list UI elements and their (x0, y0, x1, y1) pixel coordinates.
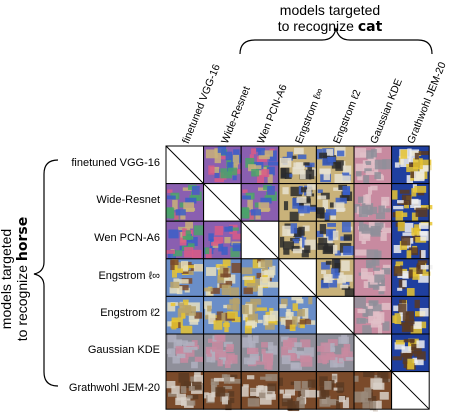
sample-thumbnail (278, 295, 317, 335)
diagonal-cell (353, 333, 393, 373)
sample-thumbnail (203, 295, 244, 335)
sample-thumbnail (203, 371, 242, 411)
sample-thumbnail (391, 295, 430, 335)
diagonal-cell (278, 258, 317, 297)
sample-thumbnail (391, 220, 433, 262)
sample-thumbnail (165, 258, 205, 297)
row-label-engstrom-linf: Engstrom ℓ∞ (98, 270, 160, 282)
diagonal-cell (391, 371, 430, 410)
sample-thumbnail (315, 145, 355, 187)
sample-thumbnail (391, 145, 432, 186)
sample-thumbnail (278, 145, 318, 185)
sample-thumbnail (278, 371, 317, 412)
sample-thumbnail (278, 333, 317, 373)
sample-thumbnail (315, 183, 355, 223)
row-label-engstrom-l2: Engstrom ℓ2 (100, 307, 160, 319)
sample-thumbnail (391, 258, 433, 299)
sample-thumbnail (240, 145, 280, 185)
sample-thumbnail (353, 258, 393, 297)
sample-thumbnail (315, 333, 356, 373)
sample-thumbnail (203, 220, 244, 260)
sample-thumbnail (353, 145, 394, 185)
sample-thumbnail (165, 295, 205, 336)
sample-thumbnail (278, 183, 319, 223)
sample-thumbnail (240, 333, 280, 373)
top-brace (239, 27, 433, 55)
sample-thumbnail (315, 220, 355, 260)
row-label-gaussian-kde: Gaussian KDE (87, 344, 160, 356)
cat-title-line2: to recognize cat (277, 18, 383, 35)
sample-thumbnail (165, 333, 206, 373)
diagonal-cell (315, 295, 355, 335)
left-brace (33, 159, 59, 387)
sample-thumbnail (278, 220, 317, 260)
row-label-wide-resnet: Wide-Resnet (96, 194, 160, 206)
cat-target-title: models targeted to recognize cat (230, 2, 430, 35)
sample-thumbnail (315, 258, 355, 297)
sample-thumbnail (240, 258, 280, 297)
sample-thumbnail (353, 371, 393, 412)
sample-thumbnail (315, 371, 355, 410)
sample-thumbnail (165, 220, 206, 261)
row-label-wen-pcn: Wen PCN-A6 (94, 232, 160, 244)
row-label-vgg: finetuned VGG-16 (71, 157, 160, 169)
diagonal-cell (240, 220, 280, 260)
sample-thumbnail (203, 258, 244, 298)
cat-title-line1: models targeted (279, 2, 381, 18)
sample-thumbnail (353, 183, 393, 222)
sample-thumbnail (391, 333, 430, 373)
sample-thumbnail (240, 183, 280, 223)
sample-thumbnail (203, 145, 244, 185)
sample-thumbnail (165, 183, 205, 223)
diagonal-cell (165, 145, 205, 185)
sample-thumbnail (203, 333, 242, 373)
sample-thumbnail (165, 371, 206, 410)
sample-thumbnail (240, 295, 280, 335)
row-label-grathwohl-jem: Grathwohl JEM-20 (68, 382, 160, 394)
cat-keyword: cat (357, 19, 383, 35)
sample-thumbnail (391, 183, 433, 222)
sample-thumbnail (353, 295, 393, 336)
diagonal-cell (203, 183, 242, 222)
sample-thumbnail (353, 220, 393, 260)
sample-thumbnail (240, 371, 280, 410)
